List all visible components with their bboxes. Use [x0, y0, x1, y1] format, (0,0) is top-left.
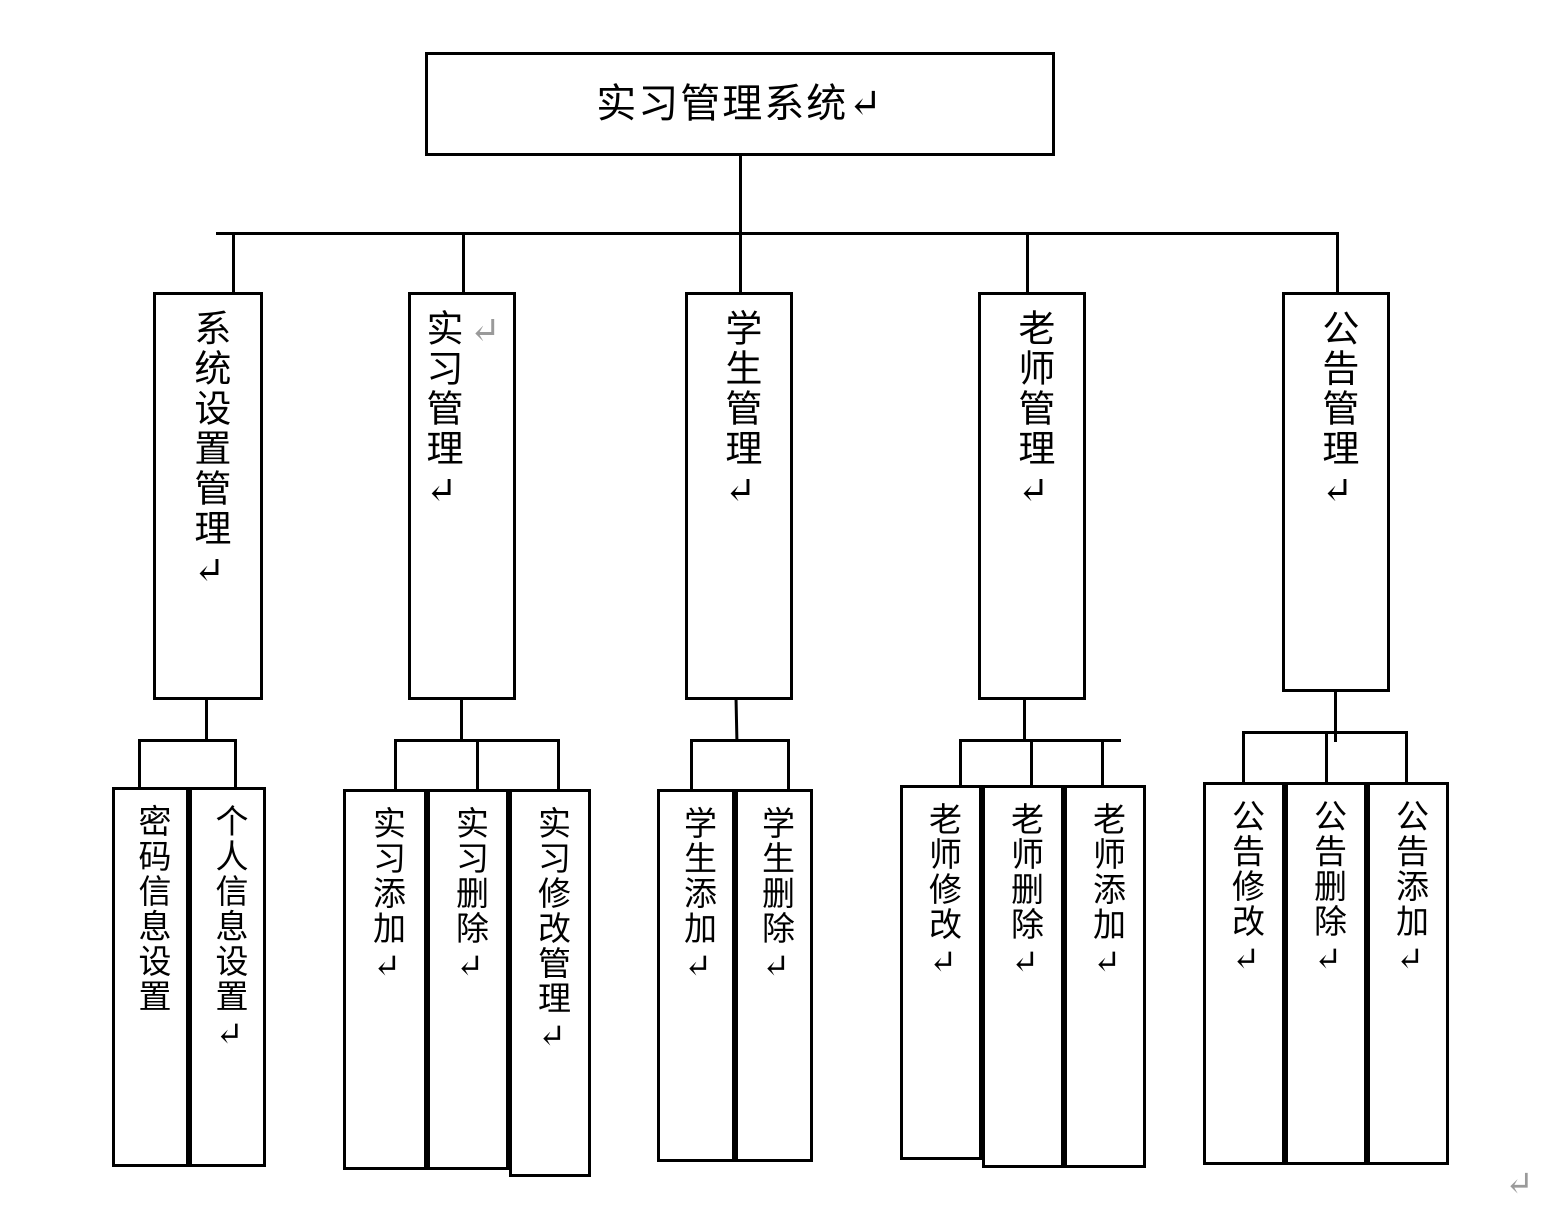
leaf-password-settings-label: 密码信息设置: [132, 804, 169, 1014]
node-internship-mgmt-inner: 实习管理↵ ↵: [411, 295, 513, 697]
leaf-teacher-delete-label: 老师删除↵: [1005, 802, 1042, 983]
node-internship-mgmt-extra-mark: ↵: [463, 309, 505, 355]
connector-g2-trunk: [460, 700, 463, 742]
leaf-notice-modify-inner: 公告修改↵: [1206, 785, 1282, 1162]
node-notice-mgmt[interactable]: 公告管理↵: [1282, 292, 1390, 692]
connector-drop-l2-1: [232, 232, 235, 294]
connector-g1-drop-2: [234, 739, 237, 789]
connector-g3-drop-1: [690, 739, 693, 791]
connector-g4-drop-2: [1030, 739, 1033, 787]
leaf-student-add-label: 学生添加↵: [678, 806, 715, 987]
leaf-teacher-modify-label: 老师修改↵: [923, 802, 960, 983]
node-system-settings-inner: 系统设置管理↵: [156, 295, 260, 697]
connector-drop-l2-3: [739, 232, 742, 294]
leaf-notice-add-inner: 公告添加↵: [1370, 785, 1446, 1162]
connector-g3-bus: [690, 739, 790, 742]
leaf-personal-info-settings-inner: 个人信息设置↵: [192, 790, 263, 1164]
connector-root-trunk: [739, 156, 742, 234]
node-internship-mgmt[interactable]: 实习管理↵ ↵: [408, 292, 516, 700]
connector-g1-bus: [138, 739, 237, 742]
leaf-notice-modify[interactable]: 公告修改↵: [1203, 782, 1285, 1165]
leaf-notice-add-label: 公告添加↵: [1390, 799, 1427, 980]
leaf-notice-delete-label: 公告删除↵: [1308, 799, 1345, 980]
leaf-password-settings-inner: 密码信息设置: [115, 790, 186, 1164]
leaf-student-add-inner: 学生添加↵: [660, 792, 732, 1159]
leaf-personal-info-settings[interactable]: 个人信息设置↵: [189, 787, 266, 1167]
node-system-settings[interactable]: 系统设置管理↵: [153, 292, 263, 700]
connector-drop-l2-5: [1336, 232, 1339, 294]
leaf-password-settings[interactable]: 密码信息设置: [112, 787, 189, 1167]
node-internship-mgmt-label: 实习管理↵: [420, 309, 461, 515]
node-student-mgmt-inner: 学生管理↵: [688, 295, 790, 697]
trailing-pilcrow-mark: ↵: [1505, 1166, 1534, 1203]
node-root-inner: 实习管理系统↵: [428, 55, 1052, 153]
connector-g5-drop-3: [1405, 731, 1408, 784]
leaf-personal-info-settings-label: 个人信息设置↵: [209, 804, 246, 1055]
node-student-mgmt-label: 学生管理↵: [718, 309, 760, 515]
connector-level2-bus: [216, 232, 1339, 235]
node-student-mgmt[interactable]: 学生管理↵: [685, 292, 793, 700]
connector-g2-drop-2: [476, 739, 479, 791]
leaf-teacher-modify-inner: 老师修改↵: [903, 788, 979, 1157]
node-root[interactable]: 实习管理系统↵: [425, 52, 1055, 156]
leaf-student-delete-label: 学生删除↵: [756, 806, 793, 987]
connector-g1-drop-1: [138, 739, 141, 789]
leaf-internship-modify-mgmt-label: 实习修改管理↵: [532, 806, 569, 1057]
leaf-internship-add-inner: 实习添加↵: [346, 792, 424, 1167]
connector-g4-bus: [959, 739, 1121, 742]
connector-drop-l2-4: [1026, 232, 1029, 294]
connector-g4-trunk: [1023, 700, 1026, 742]
leaf-notice-delete-inner: 公告删除↵: [1288, 785, 1364, 1162]
leaf-internship-modify-mgmt[interactable]: 实习修改管理↵: [509, 789, 591, 1177]
connector-g5-trunk: [1334, 692, 1337, 742]
leaf-teacher-add-inner: 老师添加↵: [1067, 788, 1143, 1165]
node-notice-mgmt-label: 公告管理↵: [1315, 309, 1357, 515]
leaf-teacher-modify[interactable]: 老师修改↵: [900, 785, 982, 1160]
leaf-notice-delete[interactable]: 公告删除↵: [1285, 782, 1367, 1165]
connector-g2-drop-1: [394, 739, 397, 791]
node-teacher-mgmt-label: 老师管理↵: [1011, 309, 1053, 515]
connector-g5-drop-1: [1242, 731, 1245, 784]
leaf-internship-add[interactable]: 实习添加↵: [343, 789, 427, 1170]
node-teacher-mgmt-inner: 老师管理↵: [981, 295, 1083, 697]
leaf-internship-delete-inner: 实习删除↵: [430, 792, 506, 1167]
leaf-teacher-add-label: 老师添加↵: [1087, 802, 1124, 983]
leaf-teacher-delete[interactable]: 老师删除↵: [982, 785, 1064, 1168]
connector-g1-trunk: [205, 700, 208, 742]
leaf-internship-delete-label: 实习删除↵: [450, 806, 487, 987]
connector-g5-drop-2: [1325, 731, 1328, 784]
leaf-student-delete-inner: 学生删除↵: [738, 792, 810, 1159]
connector-g3-drop-2: [787, 739, 790, 791]
leaf-teacher-delete-inner: 老师删除↵: [985, 788, 1061, 1165]
leaf-student-add[interactable]: 学生添加↵: [657, 789, 735, 1162]
connector-drop-l2-2: [462, 232, 465, 294]
connector-g3-trunk: [734, 699, 739, 743]
leaf-student-delete[interactable]: 学生删除↵: [735, 789, 813, 1162]
connector-g2-drop-3: [557, 739, 560, 791]
leaf-internship-add-label: 实习添加↵: [367, 806, 404, 987]
connector-g4-drop-3: [1101, 739, 1104, 787]
leaf-notice-modify-label: 公告修改↵: [1226, 799, 1263, 980]
connector-g4-drop-1: [959, 739, 962, 787]
node-system-settings-label: 系统设置管理↵: [187, 309, 229, 595]
node-root-label: 实习管理系统↵: [596, 81, 884, 126]
node-teacher-mgmt[interactable]: 老师管理↵: [978, 292, 1086, 700]
leaf-internship-delete[interactable]: 实习删除↵: [427, 789, 509, 1170]
node-notice-mgmt-inner: 公告管理↵: [1285, 295, 1387, 689]
leaf-notice-add[interactable]: 公告添加↵: [1367, 782, 1449, 1165]
leaf-teacher-add[interactable]: 老师添加↵: [1064, 785, 1146, 1168]
leaf-internship-modify-mgmt-inner: 实习修改管理↵: [512, 792, 588, 1174]
